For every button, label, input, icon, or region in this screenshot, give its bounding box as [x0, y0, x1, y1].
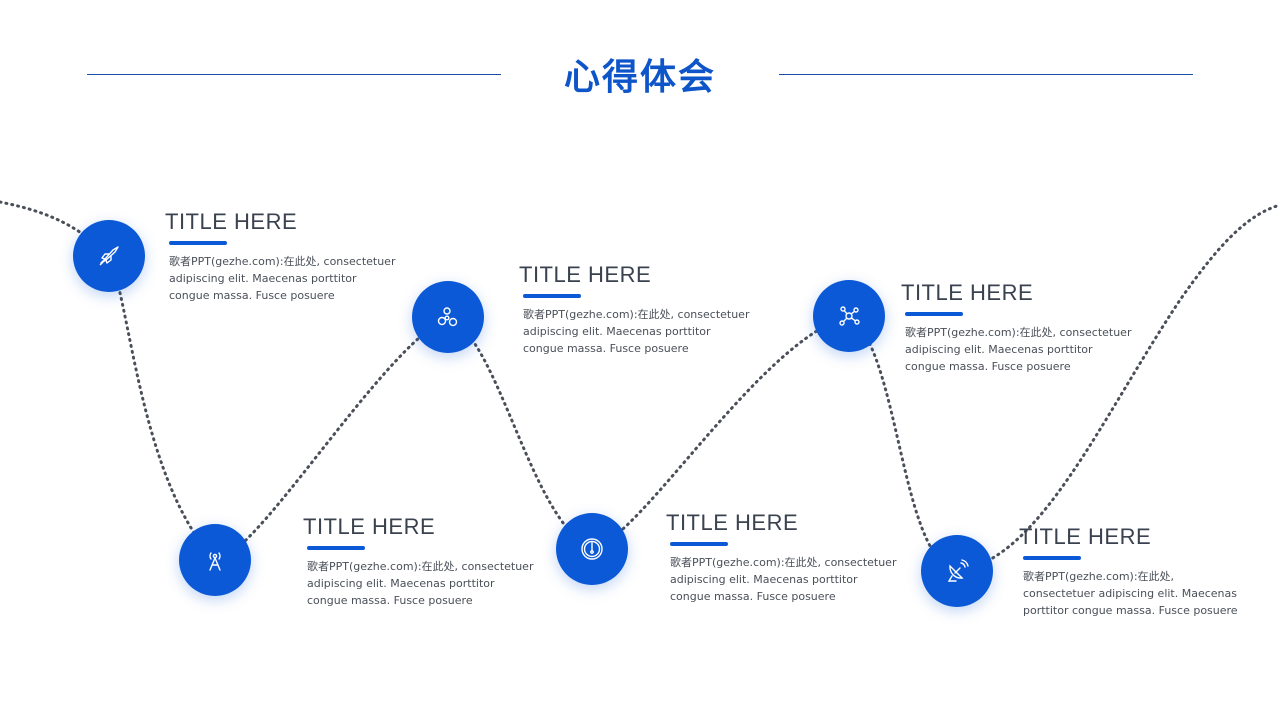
header-line-right: [779, 74, 1193, 75]
step-6-body: 歌者PPT(gezhe.com):在此处, consectetuer adipi…: [1023, 570, 1238, 617]
rocket-icon: [99, 246, 119, 266]
step-6-node: [921, 535, 993, 607]
step-1-body: 歌者PPT(gezhe.com):在此处, consectetuer adipi…: [169, 255, 396, 302]
radio-tower-icon: [209, 552, 221, 571]
step-6-title: TITLE HERE: [1019, 524, 1152, 549]
step-2-text: TITLE HERE 歌者PPT(gezhe.com):在此处, consect…: [303, 514, 533, 609]
step-3-node: [412, 281, 484, 353]
step-4-body: 歌者PPT(gezhe.com):在此处, consectetuer adipi…: [670, 556, 897, 603]
step-6-accent-bar: [1023, 556, 1081, 560]
gauge-icon: [581, 538, 603, 560]
step-1-accent-bar: [169, 241, 227, 245]
molecule-icon: [437, 307, 458, 327]
step-1-text: TITLE HERE 歌者PPT(gezhe.com):在此处, consect…: [165, 209, 395, 304]
step-3-body: 歌者PPT(gezhe.com):在此处, consectetuer adipi…: [523, 308, 750, 355]
step-4-title: TITLE HERE: [666, 510, 799, 535]
step-5-title: TITLE HERE: [901, 280, 1034, 305]
step-2-title: TITLE HERE: [303, 514, 436, 539]
step-5-text: TITLE HERE 歌者PPT(gezhe.com):在此处, consect…: [901, 280, 1131, 375]
step-1-title: TITLE HERE: [165, 209, 298, 234]
step-5-node: [813, 280, 885, 352]
step-3-text: TITLE HERE 歌者PPT(gezhe.com):在此处, consect…: [519, 262, 749, 357]
step-4-text: TITLE HERE 歌者PPT(gezhe.com):在此处, consect…: [666, 510, 896, 605]
step-2-node: [179, 524, 251, 596]
network-icon: [839, 306, 860, 326]
step-5-accent-bar: [905, 312, 963, 316]
step-1-node: [73, 220, 145, 292]
header-line-left: [87, 74, 501, 75]
step-6-text: TITLE HERE 歌者PPT(gezhe.com):在此处, consect…: [1019, 524, 1238, 619]
step-2-body: 歌者PPT(gezhe.com):在此处, consectetuer adipi…: [307, 560, 534, 607]
step-5-body: 歌者PPT(gezhe.com):在此处, consectetuer adipi…: [905, 326, 1132, 373]
step-4-accent-bar: [670, 542, 728, 546]
step-3-title: TITLE HERE: [519, 262, 652, 287]
step-2-accent-bar: [307, 546, 365, 550]
step-4-node: [556, 513, 628, 585]
step-3-accent-bar: [523, 294, 581, 298]
page-title: 心得体会: [563, 57, 716, 98]
satellite-dish-icon: [947, 559, 969, 582]
